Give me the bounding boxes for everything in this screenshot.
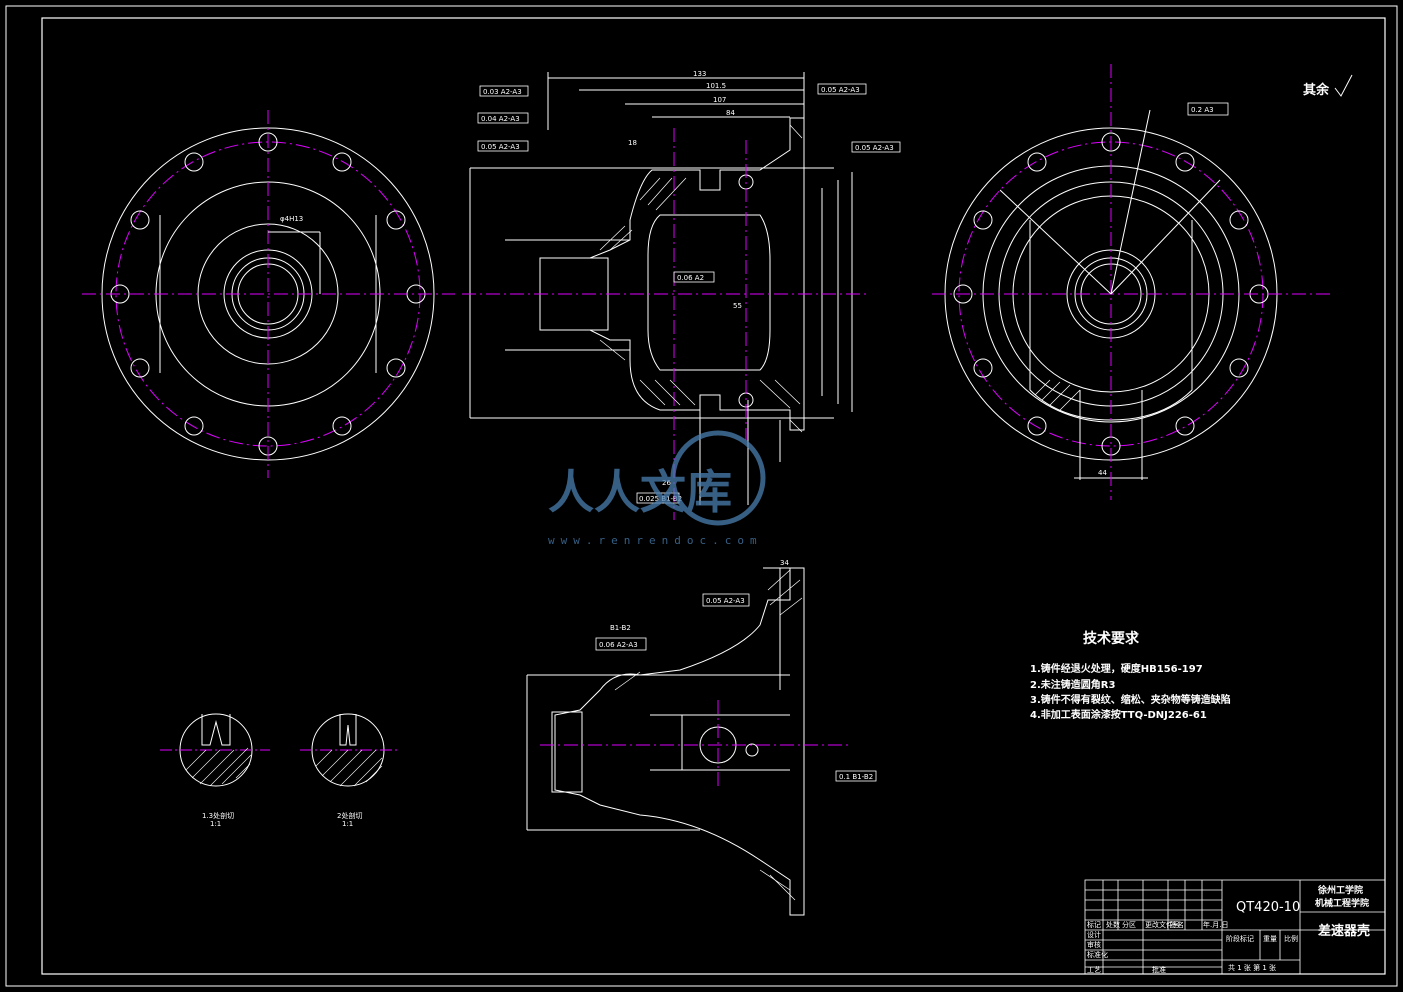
view-b-label: B1-B2 — [610, 624, 631, 632]
inner-frame — [41, 17, 1386, 975]
tol-k: 0.2 A3 — [1191, 106, 1214, 114]
tb-approve: 批准 — [1152, 965, 1166, 974]
tech-req-title: 技术要求 — [1083, 630, 1140, 647]
tb-sheet: 共 1 张 第 1 张 — [1228, 963, 1276, 972]
dim-left-ref: 18 — [628, 139, 637, 147]
tol-e: 0.05 A2-A3 — [855, 144, 894, 152]
tol-h: 0.05 A2-A3 — [706, 597, 745, 605]
watermark-logo: 人人文库 www.renrendoc.com — [548, 430, 766, 547]
tol-b: 0.04 A2-A3 — [481, 115, 520, 123]
dim-bottom-b: 55 — [733, 302, 742, 310]
dim-top-right: 84 — [726, 109, 735, 117]
center-hatching — [599, 124, 803, 433]
section-left-hatch — [185, 747, 252, 787]
part-name: 差速器壳 — [1318, 923, 1370, 939]
section-left-sub: 1:1 — [210, 820, 221, 828]
school-line1: 徐州工学院 — [1317, 884, 1363, 896]
tech-req-2: 2.未注铸造圆角R3 — [1030, 678, 1115, 691]
tb-checker: 审核 — [1087, 940, 1101, 949]
tb-mark: 标记 — [1087, 920, 1101, 929]
dim-bottom: 26 — [662, 479, 671, 487]
tol-i: 0.06 A2-A3 — [599, 641, 638, 649]
dim-top-mid: 107 — [713, 96, 726, 104]
material-label: QT420-10 — [1236, 900, 1300, 915]
bottom-partial-view — [526, 567, 805, 916]
tb-count: 处数 — [1106, 920, 1120, 929]
tb-standard: 标准化 — [1087, 950, 1108, 959]
tb-weight: 重量 — [1263, 935, 1277, 943]
right-width-dim: 44 — [1098, 469, 1107, 477]
right-view-hatch — [1034, 379, 1081, 411]
center-section-view — [469, 72, 853, 505]
bottom-centerlines — [540, 700, 850, 790]
tb-scale: 比例 — [1284, 934, 1298, 943]
section-right-label: 2处剖切 — [337, 811, 362, 820]
section-right — [300, 713, 400, 787]
outer-frame — [5, 5, 1398, 987]
tol-a: 0.03 A2-A3 — [483, 88, 522, 96]
right-end-view — [932, 64, 1330, 500]
section-left — [160, 713, 270, 787]
section-right-sub: 1:1 — [342, 820, 353, 828]
left-view-hole-dim: φ4H13 — [280, 215, 303, 223]
watermark-brand: 人人文库 — [548, 465, 732, 519]
tol-f: 0.06 A2 — [677, 274, 704, 282]
tb-sign: 签名 — [1170, 920, 1184, 929]
bottom-hatching — [614, 569, 803, 901]
roughness-symbol-icon — [1334, 74, 1353, 97]
watermark-url: www.renrendoc.com — [548, 534, 763, 547]
tech-req-1: 1.铸件经退火处理，硬度HB156-197 — [1030, 662, 1203, 675]
dim-top-inner: 101.5 — [706, 82, 726, 90]
section-left-label: 1.3处剖切 — [202, 811, 234, 820]
roughness-note: 其余 — [1303, 82, 1330, 98]
tb-zone: 分区 — [1122, 920, 1136, 929]
tolerance-frames — [477, 83, 1229, 782]
tech-req-4: 4.非加工表面涂漆按TTQ-DNJ226-61 — [1030, 708, 1207, 721]
tb-date: 年.月.日 — [1203, 920, 1228, 929]
tb-process: 工艺 — [1087, 966, 1101, 974]
tol-c: 0.05 A2-A3 — [481, 143, 520, 151]
school-line2: 机械工程学院 — [1315, 897, 1369, 909]
dim-flange: 34 — [780, 559, 789, 567]
dim-top-overall: 133 — [693, 70, 706, 78]
tb-stage: 阶段标记 — [1226, 934, 1254, 943]
center-centerlines — [462, 128, 870, 520]
section-right-hatch — [315, 749, 383, 787]
tb-doc: 更改文件号 — [1145, 920, 1180, 929]
tech-req-3: 3.铸件不得有裂纹、缩松、夹杂物等铸造缺陷 — [1030, 693, 1231, 706]
tol-j: 0.1 B1-B2 — [839, 773, 873, 781]
tol-d: 0.05 A2-A3 — [821, 86, 860, 94]
tb-designer: 设计 — [1087, 930, 1101, 939]
tol-g: 0.025 B1-B2 — [639, 495, 682, 503]
title-block — [1084, 879, 1386, 975]
left-end-view — [82, 110, 455, 478]
